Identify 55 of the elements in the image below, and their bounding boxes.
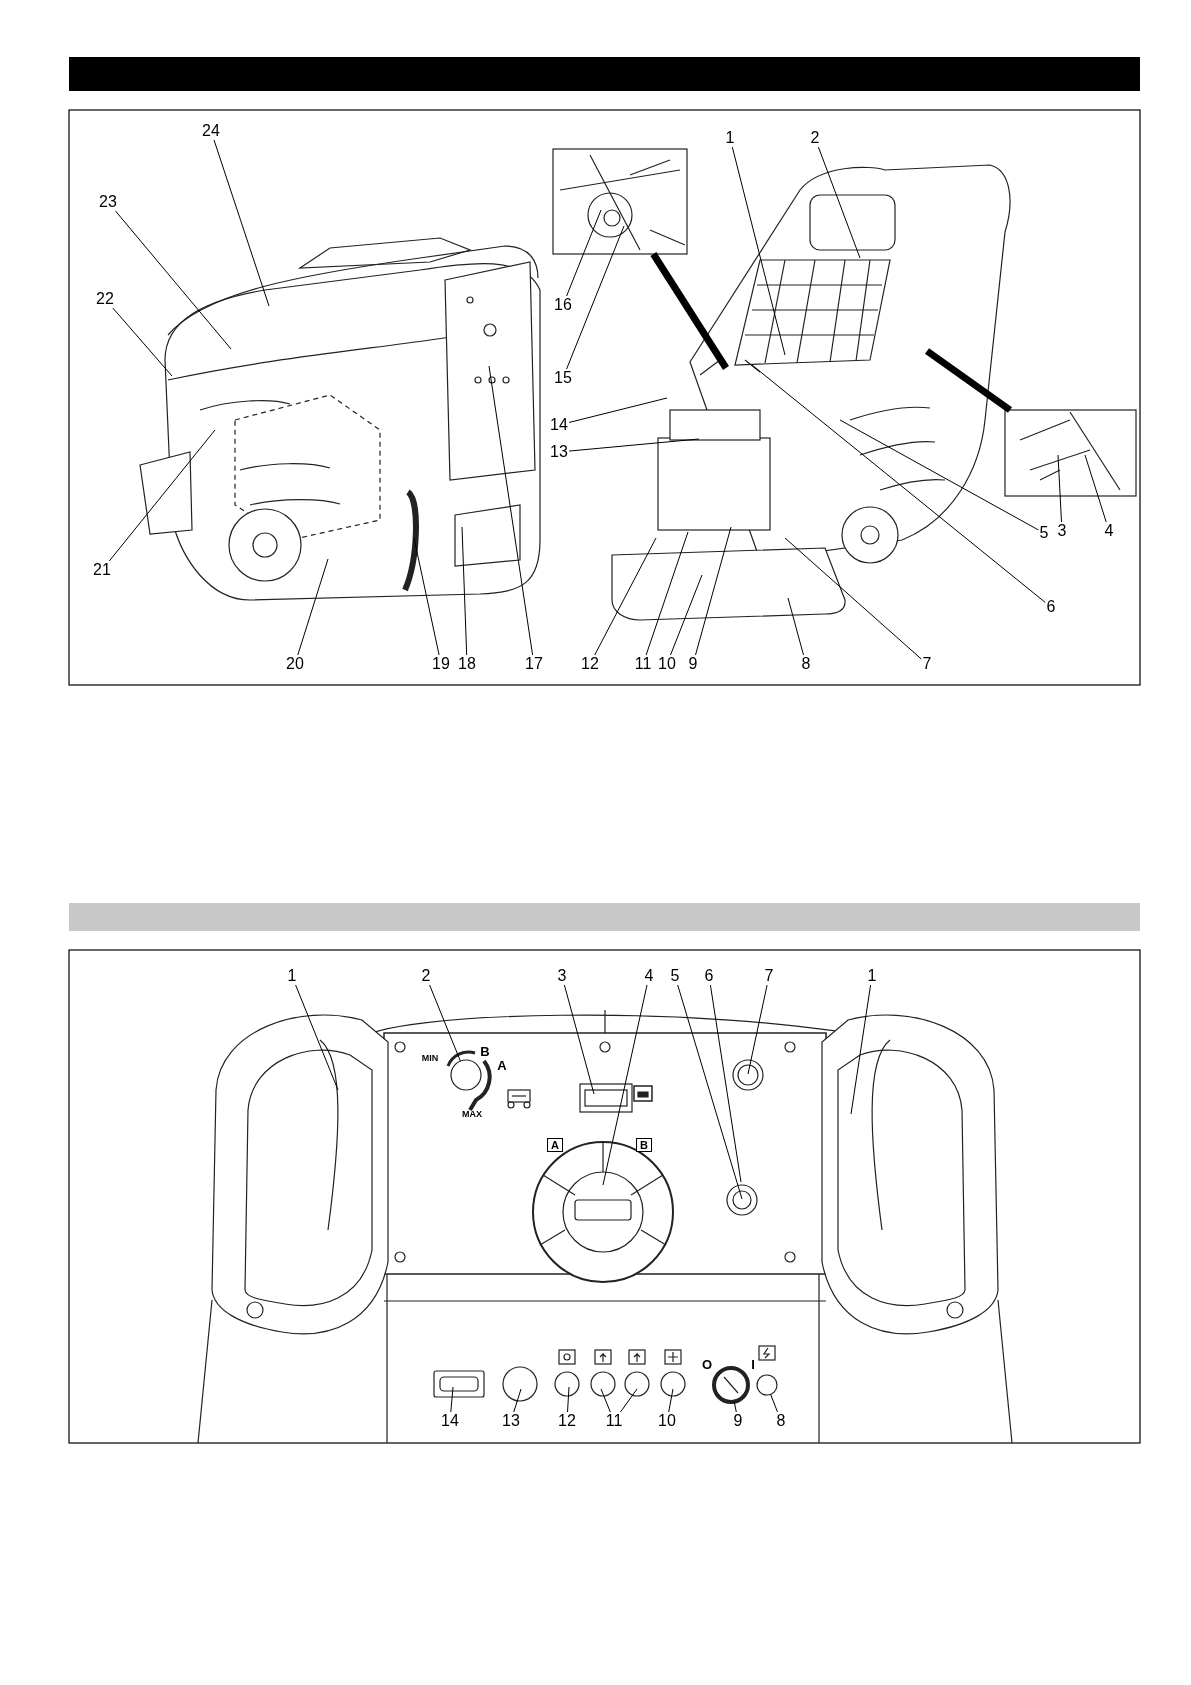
leader-line — [677, 984, 743, 1200]
leader-line — [112, 307, 173, 377]
leader-line — [839, 419, 1039, 531]
leader-line — [1057, 454, 1062, 523]
leader-line — [115, 210, 232, 350]
leader-line — [594, 537, 657, 656]
leader-line — [695, 526, 732, 656]
panel-marking: O — [701, 1356, 713, 1372]
leader-line — [568, 438, 700, 452]
leader-line — [108, 429, 216, 562]
adjustment-knob — [450, 1059, 482, 1091]
leader-line — [733, 1401, 737, 1413]
leader-line — [747, 984, 768, 1075]
detail-inset-drawing — [552, 148, 688, 255]
leader-line — [709, 984, 742, 1183]
leader-line — [567, 1386, 570, 1413]
leader-line — [850, 984, 872, 1115]
leader-line — [413, 537, 440, 656]
leader-line — [731, 146, 786, 356]
panel-marking: B — [636, 1138, 652, 1152]
panel-marking: MAX — [462, 1109, 482, 1119]
leader-line — [568, 397, 668, 423]
panel-marking: I — [751, 1356, 755, 1372]
leader-line — [429, 984, 461, 1062]
panel-marking: B — [480, 1043, 490, 1059]
panel-marking: MIN — [421, 1053, 439, 1063]
leader-line — [450, 1386, 454, 1413]
indicator-lamp — [756, 1374, 778, 1396]
panel-marking: A — [547, 1138, 563, 1152]
leader-line — [563, 984, 595, 1095]
leader-line — [461, 526, 468, 656]
panel-marking: A — [497, 1057, 507, 1073]
leader-line — [602, 984, 648, 1186]
leader-line — [787, 597, 804, 656]
leader-line — [600, 1388, 611, 1413]
leader-line — [1084, 454, 1107, 523]
leader-line — [645, 531, 689, 656]
leader-line — [566, 209, 602, 297]
leader-line — [297, 558, 329, 656]
leader-line — [566, 225, 625, 370]
leader-line — [620, 1388, 638, 1413]
leader-line — [770, 1393, 778, 1413]
leader-line — [784, 537, 922, 660]
leader-line — [295, 984, 339, 1091]
leader-line — [668, 1388, 674, 1413]
leader-line — [213, 139, 270, 307]
leader-line — [751, 364, 1046, 604]
leader-line — [817, 146, 861, 259]
cleaning-machine-drawing — [139, 237, 541, 601]
detail-inset-drawing — [1004, 409, 1137, 497]
leader-line — [488, 365, 534, 656]
cleaning-machine-drawing — [611, 164, 1011, 621]
leader-line — [513, 1388, 522, 1413]
leader-line — [670, 574, 703, 656]
key-switch — [712, 1366, 750, 1404]
